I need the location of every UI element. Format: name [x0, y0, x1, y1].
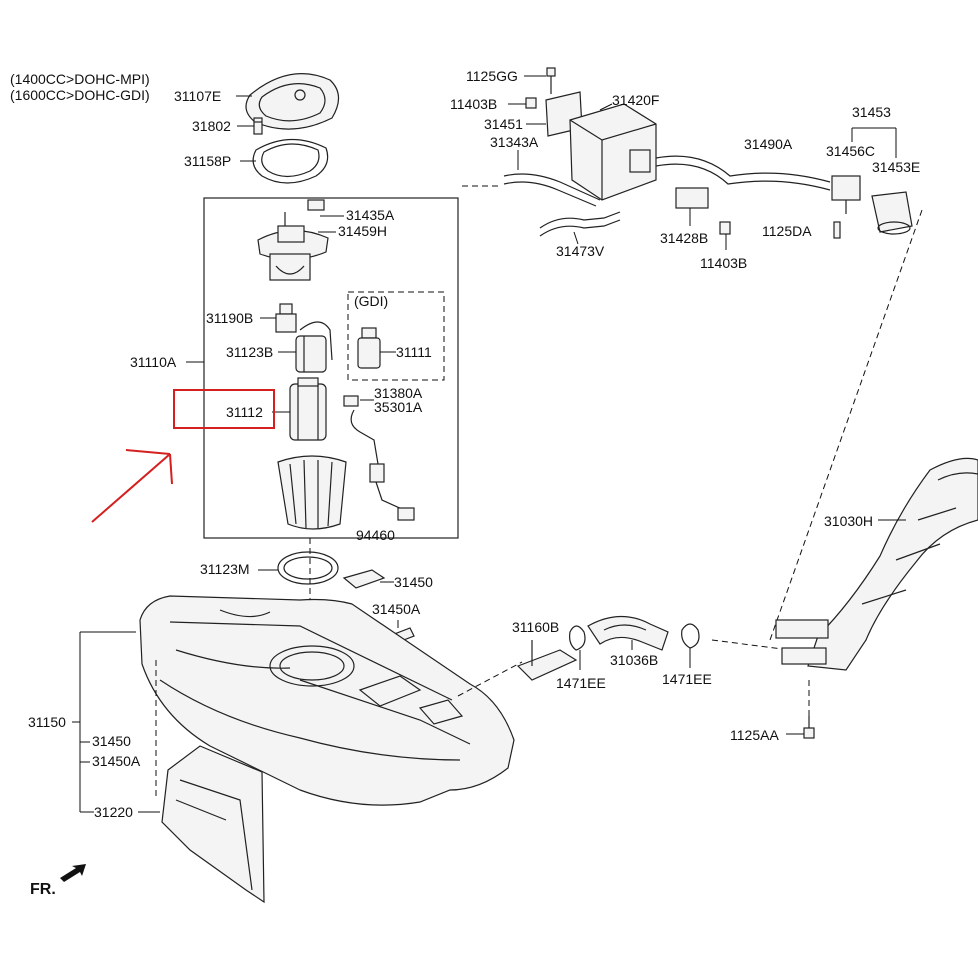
bolt-1125GG[interactable]	[546, 67, 556, 94]
pump-reservoir[interactable]	[277, 455, 347, 530]
label-31490A: 31490A	[744, 136, 793, 152]
label-31158P: 31158P	[184, 153, 231, 169]
o-ring-31123M[interactable]	[277, 551, 339, 585]
label-31150: 31150	[28, 714, 66, 730]
cover-plate-31107E[interactable]	[245, 73, 340, 130]
label-31456C: 31456C	[826, 143, 875, 159]
label-1471EE-a: 1471EE	[556, 675, 606, 691]
engine-spec-line-1: (1400CC>DOHC-MPI)	[10, 71, 150, 87]
label-31343A: 31343A	[490, 134, 539, 150]
label-31802: 31802	[192, 118, 231, 134]
label-31107E: 31107E	[174, 88, 221, 104]
label-31451: 31451	[484, 116, 523, 132]
label-31112: 31112	[226, 404, 263, 420]
sender-assembly[interactable]	[343, 395, 385, 483]
label-31459H: 31459H	[338, 223, 387, 239]
highlight-arrow	[91, 449, 173, 523]
bolt-1125AA[interactable]	[803, 716, 815, 739]
bolt-11403B-b[interactable]	[719, 221, 731, 235]
label-31190B: 31190B	[206, 310, 253, 326]
label-31220: 31220	[94, 804, 133, 820]
connector-31190B[interactable]	[275, 303, 297, 333]
bolt-11403B-a[interactable]	[525, 97, 537, 109]
label-35301A: 35301A	[374, 399, 423, 415]
label-1125DA: 1125DA	[762, 223, 812, 239]
valve-31428B[interactable]	[675, 187, 709, 209]
hose-31036B[interactable]	[587, 615, 669, 651]
label-31450: 31450	[394, 574, 433, 590]
hose-31160B[interactable]	[516, 640, 578, 681]
label-31123M: 31123M	[200, 561, 250, 577]
label-31453: 31453	[852, 104, 891, 120]
hose-31343A[interactable]	[503, 173, 601, 201]
highlight-box	[173, 389, 275, 429]
label-31111: 31111	[396, 344, 432, 360]
pump-31111[interactable]	[357, 327, 381, 369]
filter-31453E[interactable]	[871, 191, 913, 235]
label-31036B: 31036B	[610, 652, 658, 668]
fuel-filter-31123B[interactable]	[295, 321, 333, 373]
label-31380A: 31380A	[374, 385, 423, 401]
label-31123B: 31123B	[226, 344, 273, 360]
label-31450-b: 31450	[92, 733, 131, 749]
label-31110A: 31110A	[130, 354, 177, 370]
engine-spec-line-2: (1600CC>DOHC-GDI)	[10, 87, 150, 103]
fuel-pump-31112[interactable]	[289, 377, 327, 441]
label-31450A: 31450A	[372, 601, 421, 617]
label-31030H: 31030H	[824, 513, 873, 529]
label-94460: 94460	[356, 527, 395, 543]
label-31420F: 31420F	[612, 92, 659, 108]
bracket-31450[interactable]	[342, 569, 386, 589]
canister-31420F[interactable]	[569, 103, 657, 201]
label-31473V: 31473V	[556, 243, 605, 259]
hose-31490A[interactable]	[655, 155, 831, 183]
gasket-31158P[interactable]	[252, 138, 329, 184]
pump-module-box-31110A	[203, 197, 459, 539]
hose-31473V[interactable]	[539, 211, 621, 229]
clamp-1471EE-b[interactable]	[681, 623, 700, 649]
label-11403B-b: 11403B	[700, 255, 747, 271]
float-arm-94460[interactable]	[375, 481, 415, 521]
label-31428B: 31428B	[660, 230, 708, 246]
gdi-option-box	[347, 291, 445, 381]
heat-shield-31220[interactable]	[161, 745, 265, 904]
label-1125AA: 1125AA	[730, 727, 779, 743]
label-31453E: 31453E	[872, 159, 920, 175]
valve-31456C[interactable]	[831, 175, 861, 214]
label-31435A: 31435A	[346, 207, 395, 223]
label-11403B-a: 11403B	[450, 96, 497, 112]
gdi-box-label: (GDI)	[354, 293, 388, 309]
label-1471EE-b: 1471EE	[662, 671, 712, 687]
fr-label: FR.	[30, 881, 56, 898]
bolt-31802[interactable]	[253, 117, 263, 135]
front-arrow-icon	[60, 864, 86, 882]
filler-neck-31030H[interactable]	[775, 457, 978, 671]
clamp-1471EE-a[interactable]	[569, 625, 586, 651]
label-31450A-b: 31450A	[92, 753, 141, 769]
fuel-tank-31150[interactable]	[139, 595, 515, 806]
label-1125GG: 1125GG	[466, 68, 518, 84]
bolt-1125DA[interactable]	[833, 221, 841, 239]
pump-flange-assembly[interactable]	[257, 199, 329, 281]
label-31160B: 31160B	[512, 619, 559, 635]
